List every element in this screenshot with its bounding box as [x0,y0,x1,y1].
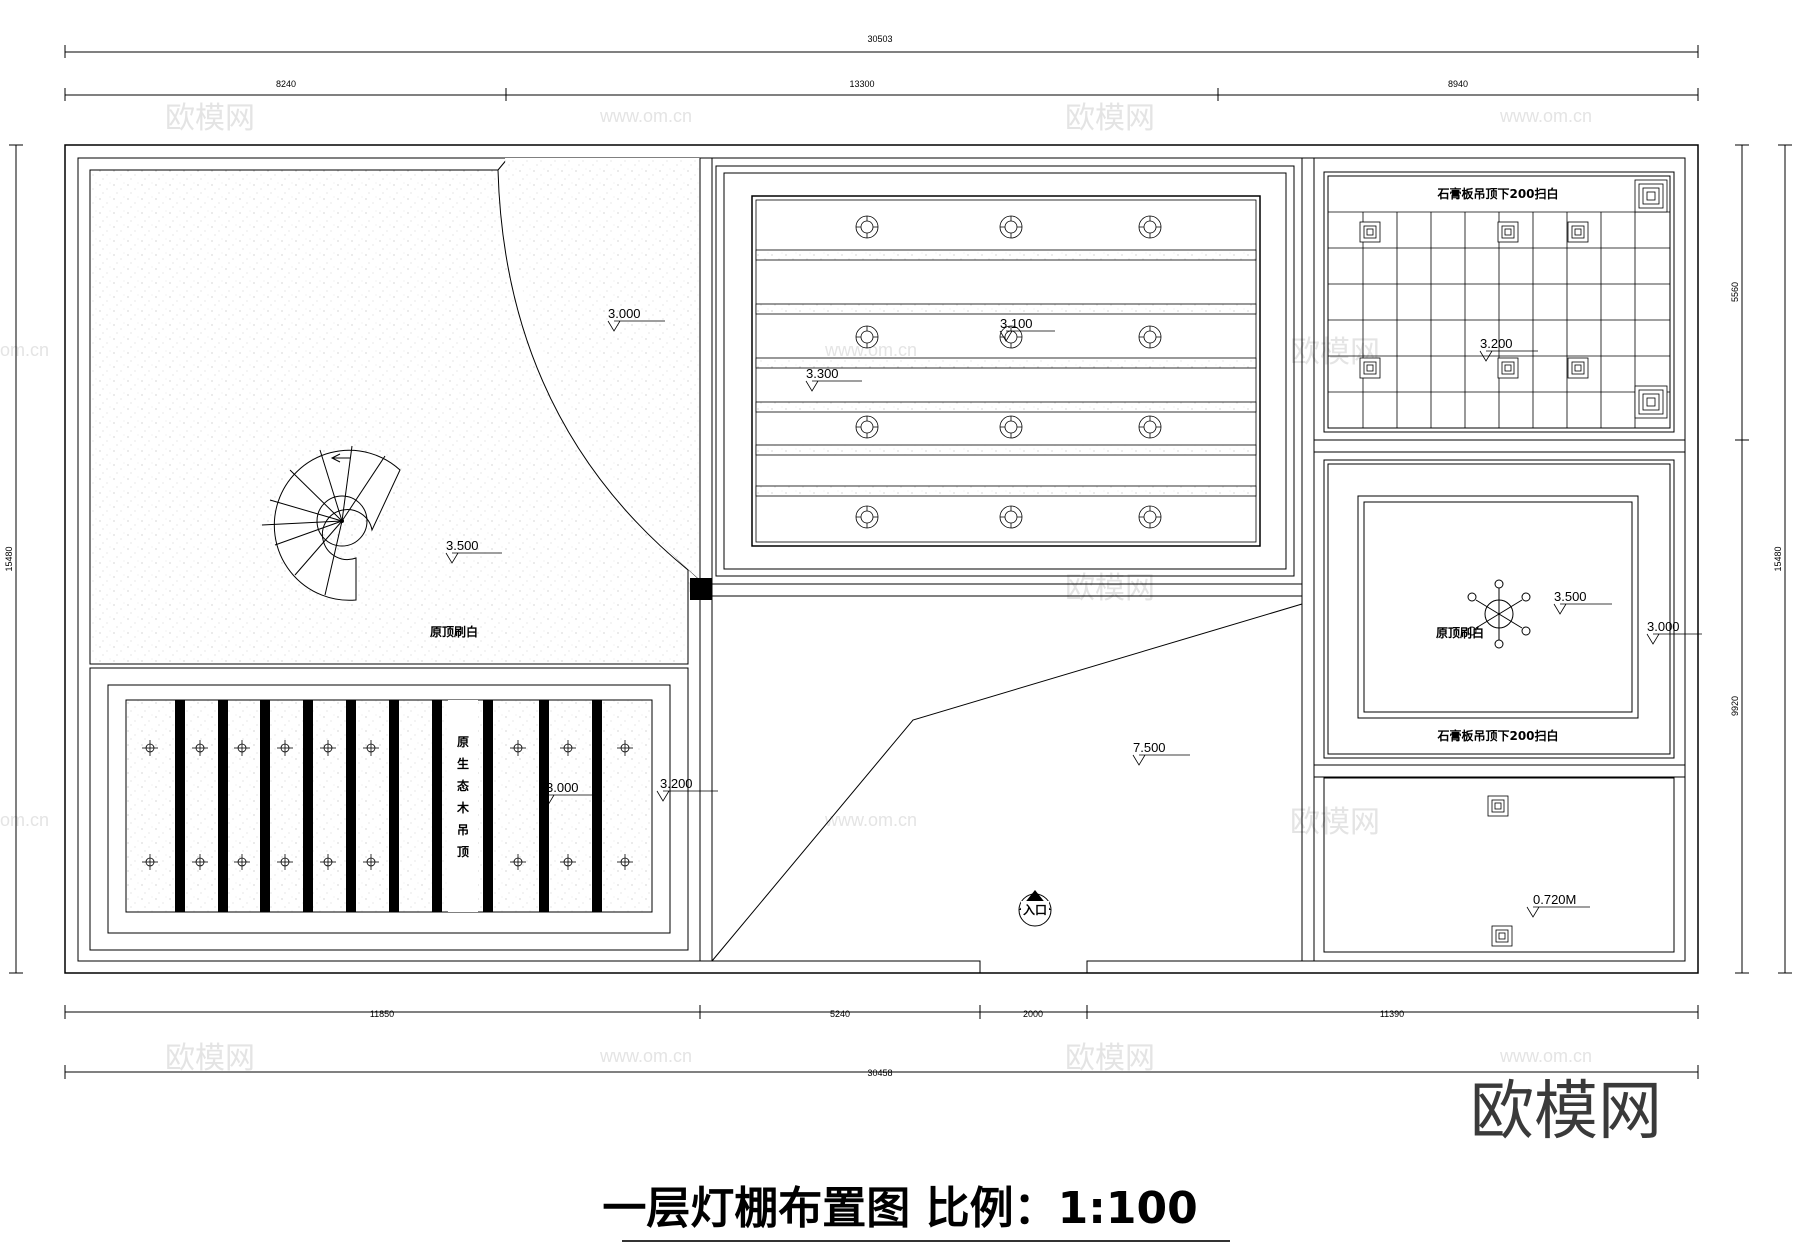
level-label: 3.500 [446,538,479,553]
dim-bottom-total: 30458 [867,1068,892,1078]
square-light [1487,795,1509,817]
wood-ceiling-label: 原 生 态 木 吊 顶 [456,735,470,859]
svg-text:生: 生 [457,756,469,771]
svg-text:态: 态 [457,778,469,793]
watermark-url: www.om.cn [824,810,917,830]
chandelier-icon [1467,579,1531,649]
svg-text:吊: 吊 [457,823,469,837]
structural-column [690,578,712,600]
level-label: 3.100 [1000,316,1033,331]
dim-top-segment: 8940 [1448,79,1468,89]
dim-right-lower: 9920 [1730,696,1740,716]
level-label: 7.500 [1133,740,1166,755]
room-central-striped-ceiling [715,165,1295,577]
entrance-marker: 入口 [1018,890,1052,927]
room-wood-ceiling: 原 生 态 木 吊 顶 [89,667,689,951]
level-label: 3.000 [546,780,579,795]
level-labels: 3.000 3.100 3.300 3.200 3.500 3.000 3.20… [446,306,1680,907]
spiral-stair [261,445,401,601]
level-label: 3.200 [660,776,693,791]
square-light [1491,925,1513,947]
watermark-cn: 欧模网 [1290,805,1380,840]
watermark-cn: 欧模网 [165,1041,255,1076]
partition-walls [712,157,1685,961]
room-stair-hall [89,157,713,961]
watermark-cn: 欧模网 [165,101,255,136]
level-label: 3.200 [1480,336,1513,351]
level-marker-symbols [445,320,1702,918]
level-label: 3.300 [806,366,839,381]
level-label: 3.000 [1647,619,1680,634]
level-label: 3.500 [1554,589,1587,604]
dim-bottom-segment: 11850 [370,1009,394,1019]
svg-text:原: 原 [457,735,469,749]
outer-walls [64,144,1699,974]
dim-left-total: 15480 [4,546,14,571]
room-lower-right [1323,777,1675,953]
watermark-url-short: om.cn [0,340,49,360]
dimension-labels: 30503 8240 13300 8940 11850 5240 2000 11… [4,34,1783,1078]
dim-top-segment: 13300 [849,79,874,89]
dim-top-segment: 8240 [276,79,296,89]
dim-top-total: 30503 [867,34,892,44]
downlight-set [142,740,633,870]
brand-watermark: 欧模网 [1470,1075,1662,1149]
watermark-url: www.om.cn [1499,1046,1592,1066]
watermark-url: www.om.cn [599,1046,692,1066]
dim-bottom-segment: 2000 [1023,1009,1043,1019]
watermark-url: www.om.cn [1499,106,1592,126]
room-chandelier: 原顶刷白 石膏板吊顶下200扫白 [1323,459,1675,759]
original-white-note-right: 原顶刷白 [1436,625,1484,640]
svg-text:顶: 顶 [457,845,469,859]
gypsum-top-note: 石膏板吊顶下200扫白 [1436,186,1558,201]
drawing-title: 一层灯棚布置图 比例：1:100 [602,1183,1198,1234]
watermark-cn: 欧模网 [1065,571,1155,606]
title-underline [622,1240,1230,1242]
gypsum-bottom-note: 石膏板吊顶下200扫白 [1436,728,1558,743]
dim-right-total: 15480 [1773,546,1783,571]
original-white-note-left: 原顶刷白 [430,624,478,639]
room-gypsum-grid: 石膏板吊顶下200扫白 [1323,171,1675,433]
round-light-set [855,215,1162,529]
level-label: 0.720M [1533,892,1576,907]
dim-right-upper: 5560 [1730,282,1740,302]
watermark-url: www.om.cn [599,106,692,126]
square-light-set [1359,179,1668,419]
room-entrance-hall: 入口 [711,603,1303,962]
watermark-url: www.om.cn [824,340,917,360]
watermark-cn: 欧模网 [1065,1041,1155,1076]
dim-bottom-segment: 5240 [830,1009,850,1019]
level-label: 3.000 [608,306,641,321]
dim-bottom-segment: 11390 [1380,1009,1404,1019]
dimension-lines [9,45,1792,1079]
watermark-url-short: om.cn [0,810,49,830]
entrance-label: 入口 [1023,903,1047,917]
watermark-cn: 欧模网 [1065,101,1155,136]
svg-text:木: 木 [456,800,470,815]
